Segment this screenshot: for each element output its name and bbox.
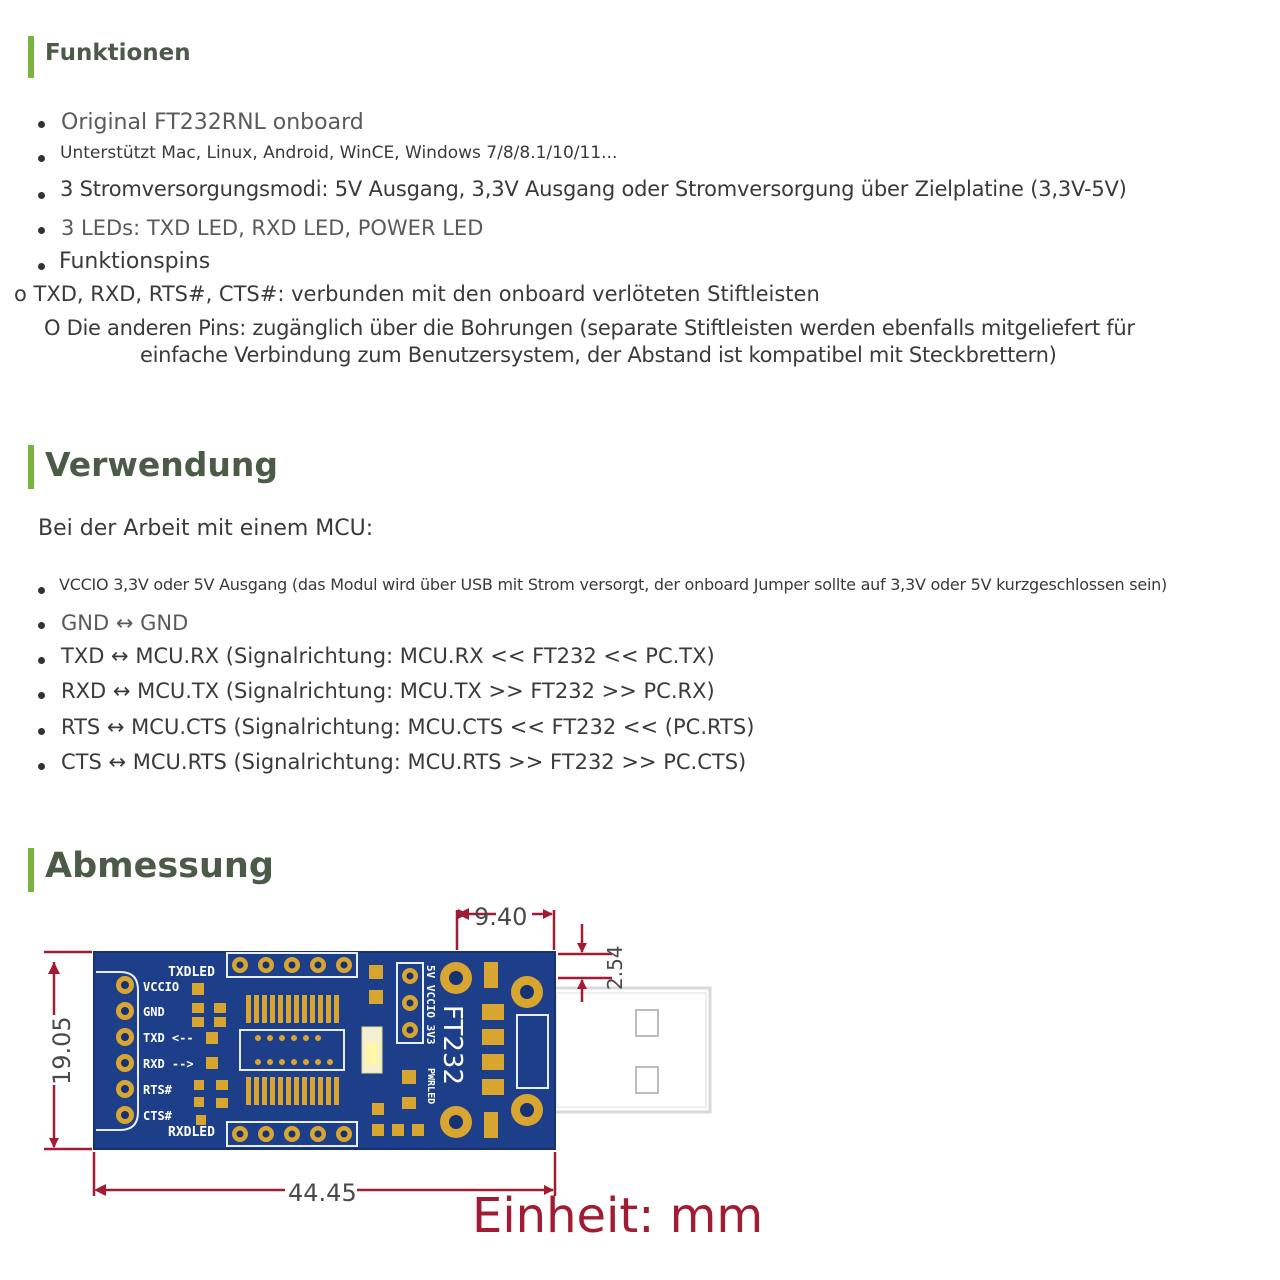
bullet-icon: [38, 622, 45, 629]
dimension-label-top: 9.40: [474, 903, 527, 931]
pcb-label-pwrled: PWRLED: [425, 1068, 436, 1104]
feature-item-power: 3 Stromversorgungsmodi: 5V Ausgang, 3,3V…: [60, 177, 1127, 201]
pcb-label-chip: FT232: [437, 1005, 467, 1085]
mounting-holes: [440, 962, 543, 1138]
pcb-label-rxd: RXD -->: [143, 1057, 194, 1071]
usage-item-rts: RTS ↔ MCU.CTS (Signalrichtung: MCU.CTS <…: [61, 715, 755, 739]
top-pin-header: [226, 952, 358, 978]
dimension-label-right: 2.54: [603, 945, 627, 990]
feature-item-leds: 3 LEDs: TXD LED, RXD LED, POWER LED: [61, 216, 484, 240]
bullet-icon: [38, 155, 45, 162]
bullet-icon: [38, 657, 45, 664]
smd-pads-left: [192, 983, 228, 1125]
bullet-icon: [38, 587, 45, 594]
pcb-label-cts: CTS#: [143, 1109, 173, 1123]
pcb-label-txd: TXD <--: [143, 1031, 194, 1045]
pcb-label-vccio: VCCIO: [143, 980, 179, 994]
section-heading-funktionen: Funktionen: [45, 40, 191, 66]
bottom-pin-header: [226, 1121, 358, 1147]
unit-label: Einheit: mm: [472, 1188, 764, 1244]
bullet-icon: [38, 692, 45, 699]
bullet-icon: [38, 728, 45, 735]
feature-subitem-other-pins-2: einfache Verbindung zum Benutzersystem, …: [140, 343, 1057, 367]
usb-pads: [482, 962, 504, 1138]
usage-item-txd: TXD ↔ MCU.RX (Signalrichtung: MCU.RX << …: [61, 644, 715, 668]
pcb-label-jumper: 5V VCCIO 3V3: [424, 965, 437, 1044]
pcb-label-rxdled: RXDLED: [168, 1125, 215, 1140]
bullet-icon: [38, 192, 45, 199]
left-pin-column: [116, 976, 134, 1124]
pcb-label-gnd: GND: [143, 1005, 165, 1019]
power-led: [361, 1026, 383, 1074]
feature-item-pins: Funktionspins: [59, 249, 211, 274]
usb-connector: [550, 986, 712, 1114]
feature-item-os: Unterstützt Mac, Linux, Android, WinCE, …: [60, 143, 618, 163]
usage-item-gnd: GND ↔ GND: [61, 611, 189, 635]
usage-item-vccio: VCCIO 3,3V oder 5V Ausgang (das Modul wi…: [59, 575, 1168, 594]
usage-item-rxd: RXD ↔ MCU.TX (Signalrichtung: MCU.TX >> …: [61, 679, 715, 703]
usage-intro: Bei der Arbeit mit einem MCU:: [38, 516, 374, 541]
feature-item-chip: Original FT232RNL onboard: [61, 110, 364, 135]
bullet-icon: [38, 121, 45, 128]
accent-bar-abmessung: [28, 848, 34, 892]
section-heading-abmessung: Abmessung: [45, 846, 274, 886]
usage-item-cts: CTS ↔ MCU.RTS (Signalrichtung: MCU.RTS >…: [61, 750, 747, 774]
accent-bar-verwendung: [28, 445, 34, 489]
smd-pads-middle: [369, 965, 424, 1136]
pcb-label-rts: RTS#: [143, 1083, 173, 1097]
chip-footprint: [239, 995, 345, 1105]
bullet-icon: [38, 263, 45, 270]
bullet-icon: [38, 227, 45, 234]
pcb-board: [93, 951, 556, 1150]
bullet-icon: [38, 763, 45, 770]
dimension-label-bottom: 44.45: [288, 1179, 357, 1207]
pcb-label-txdled: TXDLED: [168, 965, 215, 980]
dimension-label-left: 19.05: [48, 1016, 76, 1085]
section-heading-verwendung: Verwendung: [45, 445, 278, 484]
voltage-jumper: [396, 962, 424, 1044]
accent-bar-funktionen: [28, 36, 34, 78]
feature-subitem-other-pins-1: O Die anderen Pins: zugänglich über die …: [44, 316, 1135, 340]
feature-subitem-headers: o TXD, RXD, RTS#, CTS#: verbunden mit de…: [14, 282, 820, 306]
